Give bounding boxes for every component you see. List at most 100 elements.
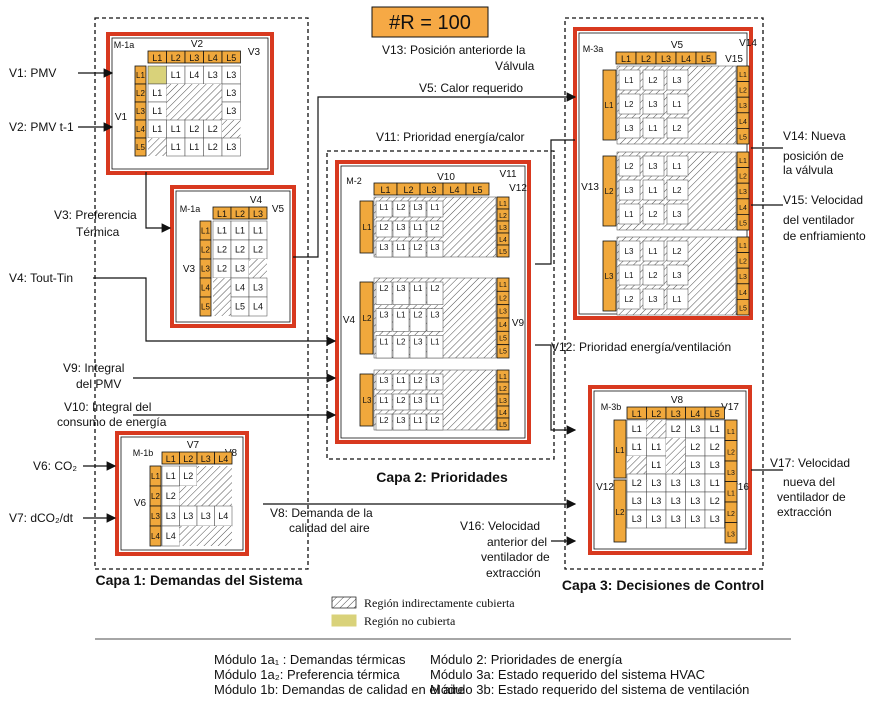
m1b-rule-cell (214, 466, 232, 486)
m2-rule-cell (426, 220, 444, 238)
m2-rule-cell (375, 335, 393, 359)
m1a2-header-cell (248, 206, 268, 220)
m3a-right-label: L1 (739, 72, 747, 79)
m3a-header-cell (695, 51, 717, 65)
m1a1-rule-label: L1 (152, 88, 162, 98)
m1a1-rule-label: L2 (208, 142, 218, 152)
m1a2-right-var: V5 (272, 204, 285, 215)
m3a-rule-cell (618, 155, 641, 177)
footnote-module-1a1: Módulo 1a₁ : Demandas térmicas (214, 652, 406, 667)
m2-rule-cell (375, 240, 393, 258)
m2-rule-cell (392, 373, 410, 391)
m3a-rule-cell (618, 179, 641, 201)
m2-rule-cell (426, 335, 444, 359)
m1b-rule-label: L4 (218, 511, 228, 521)
m1a2-rule-label: L4 (235, 283, 245, 293)
m1a1-header-label: L5 (226, 53, 236, 63)
m1a2-rule-label: L2 (253, 245, 263, 255)
m1a1-rule-label: L1 (171, 142, 181, 152)
m2-right2-var: V12 (509, 183, 527, 194)
m3a-rule-cell (642, 117, 665, 139)
m1b-rule-label: L3 (166, 511, 176, 521)
m3a-rule-cell (666, 93, 689, 115)
m2-rule-cell (426, 240, 444, 258)
footnote-module-3a: Módulo 3a: Estado requerido del sistema … (430, 667, 706, 682)
m2-rule-label: L2 (414, 243, 423, 252)
m3a-rule-label: L1 (649, 124, 658, 133)
m1b-header-label: L2 (183, 454, 193, 464)
m1b-rule-cell (179, 486, 197, 506)
m1a2-side-cell (199, 296, 212, 317)
output-v15-line2: del ventilador (783, 213, 854, 227)
m3a-header-label: L5 (701, 54, 711, 64)
m3b-rule-cell (666, 438, 686, 456)
m2-right-label: L2 (499, 295, 507, 302)
m1a2-side-label: L5 (201, 303, 210, 312)
rule-count-badge: #R = 100 (389, 12, 471, 34)
m3a-rule-label: L3 (625, 247, 634, 256)
m3a-rule-label: L2 (649, 271, 658, 280)
m3a-rule-cell (642, 240, 665, 262)
m1b-side-label: L4 (151, 532, 160, 541)
m1a1-rule-cell (166, 84, 185, 102)
m2-rule-cell (409, 413, 427, 431)
m3b-rule-label: L1 (651, 442, 661, 452)
m3b-rule-label: L2 (671, 424, 681, 434)
m1a1-rule-cell (221, 137, 241, 157)
m1a1-rule-label: L3 (226, 142, 236, 152)
m3b-rule-label: L3 (651, 478, 661, 488)
m2-rule-cell (426, 200, 444, 218)
m3a-rule-label: L3 (649, 100, 658, 109)
signal-v16-line2: anterior del (487, 535, 547, 549)
m3a-rule-cell (618, 264, 641, 286)
m2-rule-label: L3 (414, 337, 423, 346)
m1b-side-label: L3 (151, 512, 160, 521)
m1a1-header-cell (221, 50, 241, 64)
m2-rule-label: L2 (431, 416, 440, 425)
m2-rule-cell (426, 393, 444, 411)
m3a-right-label: L2 (739, 174, 747, 181)
m2-left-band-label: L1 (363, 223, 372, 232)
m2-right-label: L1 (499, 282, 507, 289)
output-v14-line2: posición de (783, 149, 844, 163)
m1a2-rule-cell (213, 297, 231, 316)
footnote-module-1b: Módulo 1b: Demandas de calidad en el air… (214, 682, 465, 697)
m3a-rule-label: L3 (649, 162, 658, 171)
m3b-rule-label: L3 (671, 478, 681, 488)
m3a-rule-cell (642, 264, 665, 286)
m3a-rule-label: L3 (673, 210, 682, 219)
m2-right-label: L5 (499, 422, 507, 429)
m2-header-cell (465, 182, 490, 196)
m3a-left-band-label: L2 (605, 187, 614, 196)
m1a1-rule-label: L4 (189, 70, 199, 80)
legend-uncovered-swatch (331, 614, 357, 627)
m1a2-side-var: V3 (183, 264, 196, 275)
m3b-rule-label: L1 (632, 424, 642, 434)
input-v9-line1: V9: Integral (63, 361, 124, 375)
m1a2-rule-label: L2 (235, 245, 245, 255)
m1a2-rule-label: L2 (217, 245, 227, 255)
m1a2-rule-label: L3 (253, 283, 263, 293)
m1a1-header-label: L1 (152, 53, 162, 63)
legend-hatched-swatch (331, 596, 357, 609)
m2-rule-label: L1 (397, 243, 406, 252)
m1b-side-cell (149, 525, 162, 547)
layer2-caption: Capa 2: Prioridades (376, 469, 508, 485)
signal-v13-line2: Válvula (495, 59, 535, 73)
m3b-rule-label: L3 (690, 514, 700, 524)
m3b-rule-label: L2 (690, 442, 700, 452)
m2-rule-cell (409, 373, 427, 391)
m2-rule-cell (392, 240, 410, 258)
m3a-rule-cell (666, 240, 689, 262)
m3a-rule-cell (666, 155, 689, 177)
m3a-rule-cell (618, 69, 641, 91)
m2-name: M-2 (346, 176, 362, 186)
m1b-rule-label: L1 (166, 471, 176, 481)
m1a1-top-var: V2 (191, 39, 204, 50)
m2-right-label: L3 (499, 309, 507, 316)
m1b-top-var: V7 (187, 440, 200, 451)
m2-left-band-label: L3 (363, 396, 372, 405)
m3b-rule-label: L3 (710, 460, 720, 470)
m2-right-label: L5 (499, 335, 507, 342)
m2-header-label: L2 (403, 185, 413, 195)
